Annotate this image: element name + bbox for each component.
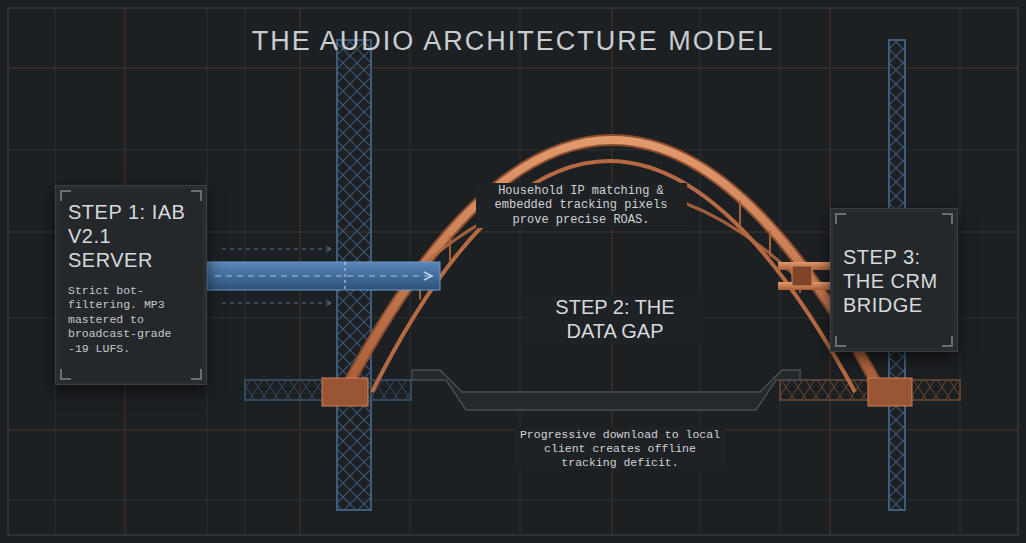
annotation: Household IP matching & embedded trackin… bbox=[476, 183, 687, 228]
diagram-title: THE AUDIO ARCHITECTURE MODEL bbox=[0, 26, 1026, 57]
copper-deck bbox=[778, 262, 830, 290]
step-heading: STEP 3: THE CRM BRIDGE bbox=[843, 245, 945, 317]
step-description: Strict bot-filtering. MP3 mastered to br… bbox=[68, 284, 194, 356]
grid-lines bbox=[8, 8, 1018, 535]
step-box: STEP 3: THE CRM BRIDGE bbox=[830, 208, 958, 352]
data-gap-trench bbox=[412, 370, 800, 410]
step-label: STEP 2: THE DATA GAP bbox=[527, 294, 703, 344]
annotation: Progressive download to local client cre… bbox=[515, 427, 726, 470]
data-beam bbox=[207, 246, 440, 306]
step-box: STEP 1: IAB V2.1 SERVER Strict bot-filter… bbox=[55, 185, 207, 385]
frame bbox=[8, 8, 1018, 535]
step-heading: STEP 1: IAB V2.1 SERVER bbox=[68, 200, 194, 272]
